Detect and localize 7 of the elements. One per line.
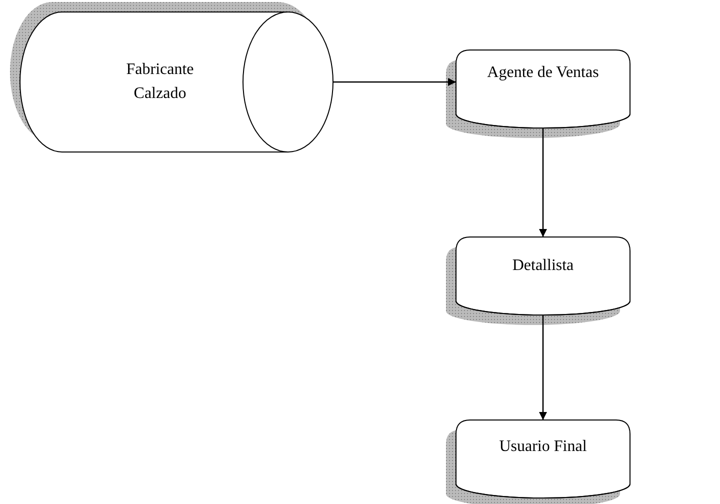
node-label: Usuario Final: [499, 437, 587, 457]
node-label: Detallista: [512, 256, 574, 276]
node-label: Fabricante Calzado: [125, 60, 195, 104]
arrow: [539, 315, 547, 420]
arrow: [539, 128, 547, 237]
node-label: Agente de Ventas: [487, 63, 599, 83]
arrow: [333, 78, 456, 86]
